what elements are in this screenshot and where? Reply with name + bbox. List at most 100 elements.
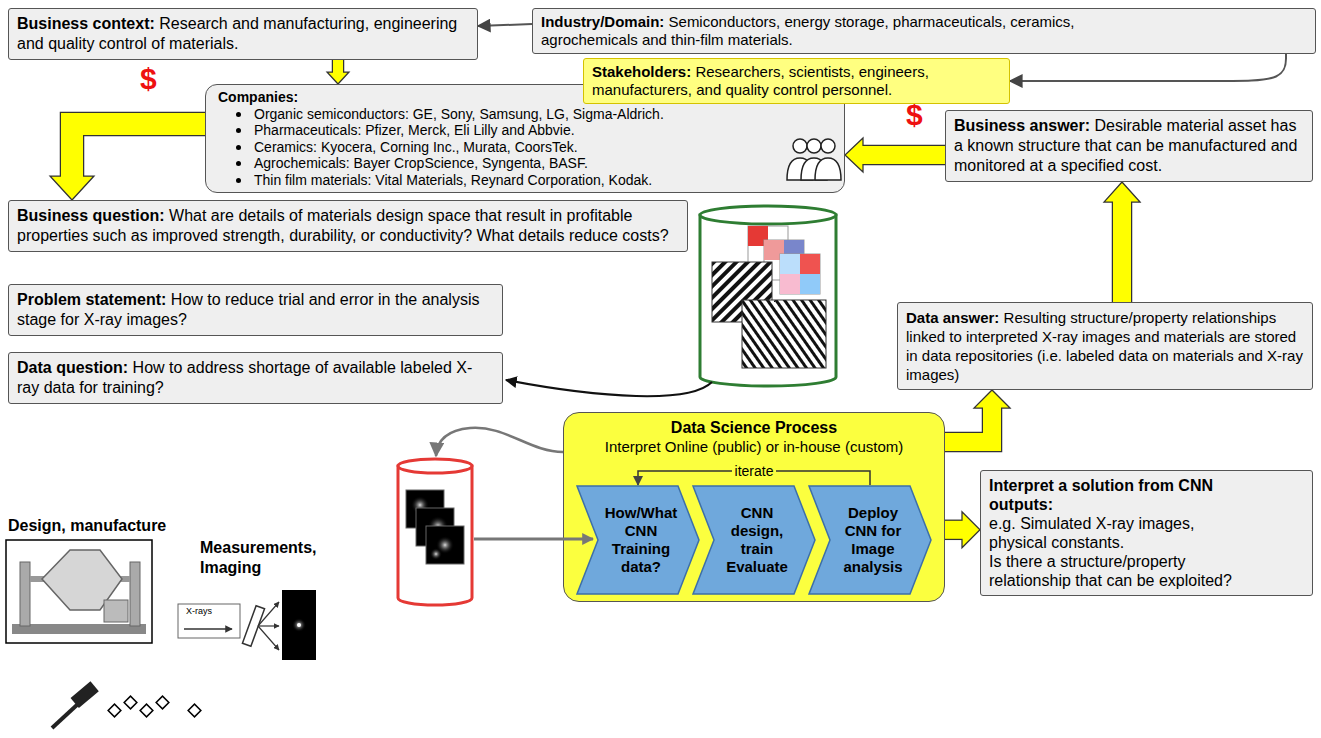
xray-spot xyxy=(430,548,442,560)
diffracted-ray xyxy=(258,602,279,626)
caption-label: Design, manufacture xyxy=(8,516,166,536)
box-text: Organic semiconductors: GE, Sony, Samsun… xyxy=(230,106,832,123)
person-icon xyxy=(801,158,827,180)
text-group: Problem statement:How to reduce trial an… xyxy=(9,285,502,335)
edge-label: iterate xyxy=(732,463,777,479)
text-group: Industry/Domain:Semiconductors, energy s… xyxy=(533,9,1315,53)
heatmap-cell xyxy=(780,254,800,274)
xray-pattern-image xyxy=(742,300,826,368)
text-group: Stakeholders:Researchers, scientists, en… xyxy=(584,59,1009,103)
text-group: Data question:How to address shortage of… xyxy=(9,353,502,403)
box-text: Interpret Online (public) or in-house (c… xyxy=(572,438,936,456)
arrow-body xyxy=(1113,199,1131,302)
xray-source-box xyxy=(178,604,240,638)
person-icon xyxy=(815,158,841,180)
heatmap xyxy=(780,254,820,294)
connector-line xyxy=(1010,54,1286,81)
data-cylinder xyxy=(700,215,836,386)
connector xyxy=(845,138,945,172)
box-text: Is there a structure/property relationsh… xyxy=(989,552,1242,590)
cylinder-top xyxy=(700,206,836,224)
box-heading: Data question: xyxy=(17,359,128,376)
connector xyxy=(1104,182,1140,302)
box-text: Deploy CNN for Image analysis xyxy=(834,504,912,576)
connector xyxy=(50,124,205,200)
crystal xyxy=(124,696,137,709)
xray-beam xyxy=(184,628,232,630)
person-icon xyxy=(787,158,813,180)
arrow-body xyxy=(333,60,343,75)
chevron-outline xyxy=(577,486,699,594)
text-group: Business question:What are details of ma… xyxy=(9,201,687,251)
box-heading: Data Science Process xyxy=(572,418,936,438)
edge-label: $ xyxy=(140,62,157,96)
data-cylinder xyxy=(398,466,472,605)
person-icon xyxy=(807,139,821,153)
box-heading: Business answer: xyxy=(954,117,1090,134)
info-box: Data answer:Resulting structure/property… xyxy=(897,302,1313,390)
arrow-body xyxy=(860,146,945,164)
xray-image xyxy=(426,526,464,564)
crystal xyxy=(140,704,153,717)
box-heading: Business question: xyxy=(17,207,165,224)
connector xyxy=(945,512,980,548)
photo-frame xyxy=(6,540,152,643)
box-text: CNN design, train Evaluate xyxy=(718,504,796,576)
box-heading: Data answer: xyxy=(906,309,999,326)
connector xyxy=(478,24,532,26)
detector-image xyxy=(282,590,316,660)
crystal xyxy=(108,704,121,717)
info-box: Industry/Domain:Semiconductors, energy s… xyxy=(532,8,1316,54)
text-group: CNN design, train Evaluate xyxy=(692,485,816,595)
box-text: Pharmaceuticals: Pfizer, Merck, Eli Lill… xyxy=(230,122,832,139)
mixer-base xyxy=(12,624,146,634)
text-group: Business answer:Desirable material asset… xyxy=(946,111,1312,181)
text-group: Interpret a solution from CNN outputs:e.… xyxy=(981,471,1312,595)
info-box: Business question:What are details of ma… xyxy=(8,200,688,252)
arrow-head xyxy=(50,176,94,200)
box-heading: Stakeholders: xyxy=(592,63,691,80)
detector-spot xyxy=(292,618,306,632)
connector-line xyxy=(478,24,532,26)
diffracted-ray xyxy=(258,626,279,650)
crystal xyxy=(188,704,201,717)
curved-arrow xyxy=(436,428,563,456)
connector xyxy=(945,390,1010,442)
text-group: Business context:Research and manufactur… xyxy=(9,9,477,59)
flow-arrow xyxy=(474,538,593,541)
connector xyxy=(327,60,349,84)
box-heading: Business context: xyxy=(17,15,155,32)
arrow-body xyxy=(945,521,965,539)
chevron-outline xyxy=(693,486,815,594)
info-box: Problem statement:How to reduce trial an… xyxy=(8,284,503,336)
heatmap-cell xyxy=(780,274,800,294)
process-chevron: How/What CNN Training data? xyxy=(576,485,700,595)
caption-label: X-rays xyxy=(186,606,212,617)
chevron-outline xyxy=(809,486,931,594)
process-chevron: Deploy CNN for Image analysis xyxy=(808,485,932,595)
info-box: Data question:How to address shortage of… xyxy=(8,352,503,404)
mixer-post xyxy=(20,562,30,626)
arrow-body xyxy=(945,405,992,442)
detector-spot xyxy=(297,623,301,627)
box-text: How/What CNN Training data? xyxy=(602,504,680,576)
person-icon xyxy=(821,139,835,153)
diffracted-ray xyxy=(258,625,279,626)
text-group: Data answer:Resulting structure/property… xyxy=(898,303,1312,389)
process-panel: Data Science ProcessInterpret Online (pu… xyxy=(563,412,945,602)
curved-arrow xyxy=(506,380,712,396)
cylinder-top xyxy=(398,459,472,473)
box-text: e.g. Simulated X-ray images, physical co… xyxy=(989,514,1242,552)
info-box: Business context:Research and manufactur… xyxy=(8,8,478,60)
box-text: Agrochemicals: Bayer CropScience, Syngen… xyxy=(230,155,832,172)
crystal xyxy=(156,696,169,709)
person-icon xyxy=(793,139,807,153)
box-heading: Interpret a solution from CNN outputs: xyxy=(989,476,1242,514)
info-box: Interpret a solution from CNN outputs:e.… xyxy=(980,470,1313,596)
mixer-post xyxy=(130,562,140,626)
box-heading: Problem statement: xyxy=(17,291,166,308)
hammer-handle xyxy=(52,704,78,728)
mixer-motor xyxy=(104,600,128,622)
box-text: Ceramics: Kyocera, Corning Inc., Murata,… xyxy=(230,139,832,156)
